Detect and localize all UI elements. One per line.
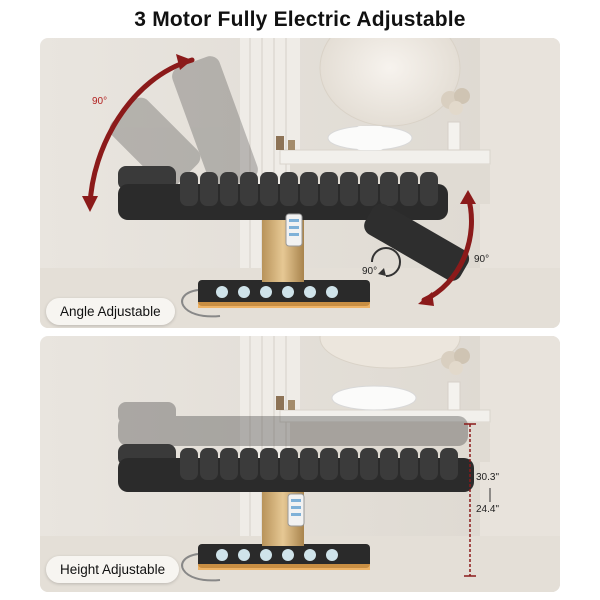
angle-label-back: 90° (92, 96, 108, 107)
vessel-sink (331, 385, 417, 411)
height-panel: 30.3" 24.4" Height Adjustable (40, 336, 560, 592)
plant-vase (441, 88, 470, 151)
mid-rotation-arrow (371, 247, 401, 277)
angle-scene (40, 38, 560, 328)
angle-panel: 90° 90° 90° Angle Adjustable (40, 38, 560, 328)
height-min-label: 24.4" (476, 504, 500, 515)
angle-label-mid: 90° (362, 266, 378, 277)
height-adjustable-badge: Height Adjustable (46, 556, 180, 583)
angle-label-leg: 90° (474, 254, 490, 265)
remote-control (287, 493, 305, 527)
bed-top (118, 166, 448, 220)
height-scene (40, 336, 560, 592)
height-dimension-line (464, 423, 491, 577)
plant-vase (441, 348, 470, 411)
page-title: 3 Motor Fully Electric Adjustable (134, 8, 466, 31)
leg-section (364, 203, 470, 281)
ghost-raised-bed (118, 402, 468, 446)
angle-adjustable-badge: Angle Adjustable (46, 298, 175, 325)
remote-control (285, 213, 303, 247)
ghost-backrest (109, 56, 258, 190)
bed-base (181, 280, 370, 318)
bed-top (118, 444, 474, 492)
backrest-rotation-arrow (82, 54, 195, 212)
oval-mirror (319, 336, 461, 369)
diffuser-bottles (276, 136, 295, 150)
diffuser-bottles (276, 396, 295, 410)
height-max-label: 30.3" (476, 472, 500, 483)
leg-rotation-arrow (418, 190, 476, 306)
oval-mirror (319, 38, 461, 127)
vanity-counter (279, 149, 491, 165)
bed-base (181, 544, 370, 582)
